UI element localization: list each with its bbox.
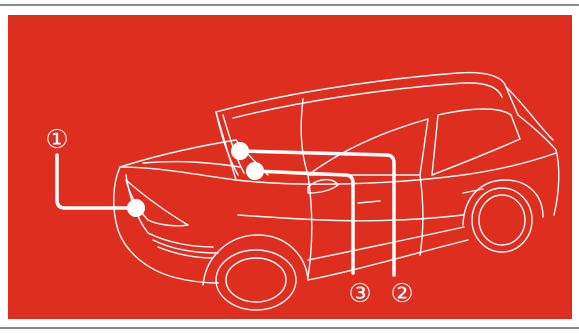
callout-number-3: ③ [348,279,371,309]
car-outline [114,73,559,310]
callout-number-1: ① [45,125,68,155]
point-3 [246,162,264,180]
leader-line-3 [255,171,353,273]
bottom-rule [0,327,579,329]
callout-number-2: ② [390,279,413,309]
point-1 [127,199,145,217]
car-diagram: ① ② ③ [8,15,572,319]
leader-line-1 [57,155,136,208]
diagram-panel: ① ② ③ [8,15,572,319]
callout-points [127,142,264,217]
leader-lines [57,151,394,275]
top-rule [0,4,579,6]
point-2 [231,142,249,160]
